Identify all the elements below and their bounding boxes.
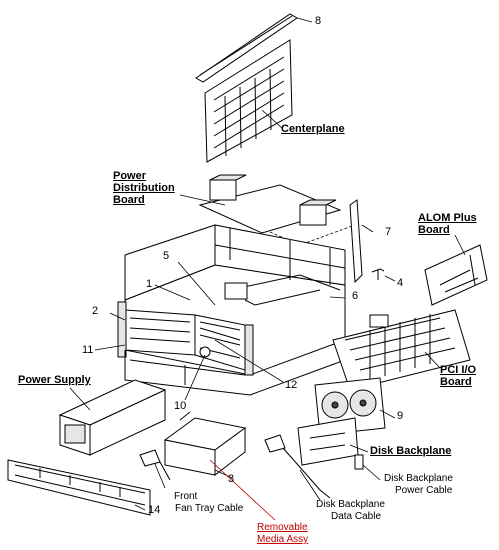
callout-12: 12 bbox=[285, 379, 298, 391]
label-power-supply: Power Supply bbox=[18, 374, 91, 386]
label-removable-media-line1: Removable bbox=[257, 522, 308, 533]
label-disk-backplane-power-cable-line1: Disk Backplane bbox=[384, 473, 453, 484]
label-removable-media-line2: Media Assy bbox=[257, 534, 309, 545]
callout-7: 7 bbox=[385, 226, 392, 238]
fan-tray bbox=[314, 377, 396, 436]
power-distribution-board bbox=[179, 174, 356, 246]
label-alom-plus-line2: Board bbox=[418, 224, 450, 236]
callout-2: 2 bbox=[92, 305, 99, 317]
label-disk-backplane-power-cable-line2: Power Cable bbox=[395, 485, 453, 496]
label-pci-io-line1: PCI I/O bbox=[440, 364, 477, 376]
label-power-distribution-line3: Board bbox=[113, 194, 145, 206]
callout-8: 8 bbox=[315, 15, 322, 27]
part-4-bracket bbox=[371, 268, 396, 282]
callout-3: 3 bbox=[228, 473, 235, 485]
callout-11: 11 bbox=[82, 344, 94, 356]
label-disk-backplane-data-cable-line2: Data Cable bbox=[331, 511, 382, 522]
label-disk-backplane: Disk Backplane bbox=[370, 445, 452, 457]
label-disk-backplane-data-cable-line1: Disk Backplane bbox=[316, 499, 385, 510]
label-centerplane: Centerplane bbox=[281, 123, 345, 135]
label-power-distribution-line1: Power bbox=[113, 170, 147, 182]
label-front-fan-tray-cable-line2: Fan Tray Cable bbox=[175, 503, 244, 514]
disk-backplane bbox=[297, 417, 369, 466]
label-pci-io-line2: Board bbox=[440, 376, 472, 388]
disk-backplane-data-cable bbox=[264, 434, 331, 501]
label-alom-plus-line1: ALOM Plus bbox=[418, 212, 477, 224]
power-supply bbox=[58, 379, 167, 456]
callout-4: 4 bbox=[397, 277, 404, 289]
callout-14: 14 bbox=[148, 504, 161, 516]
label-power-distribution-line2: Distribution bbox=[113, 182, 175, 194]
callout-10: 10 bbox=[174, 400, 187, 412]
centerplane-board bbox=[204, 39, 293, 163]
label-front-fan-tray-cable-line1: Front bbox=[174, 491, 198, 502]
callout-5: 5 bbox=[163, 250, 170, 262]
disk-backplane-power-cable bbox=[354, 454, 381, 481]
callout-6: 6 bbox=[352, 290, 359, 302]
pci-io-board bbox=[332, 309, 471, 391]
removable-media-assy bbox=[139, 411, 276, 521]
callout-1: 1 bbox=[146, 278, 153, 290]
vertical-board-7 bbox=[349, 199, 374, 284]
main-chassis bbox=[94, 224, 346, 401]
front-bezel bbox=[7, 459, 151, 516]
centerplane-top-bar bbox=[195, 13, 313, 83]
callout-9: 9 bbox=[397, 410, 404, 422]
alom-plus-board bbox=[424, 234, 488, 306]
